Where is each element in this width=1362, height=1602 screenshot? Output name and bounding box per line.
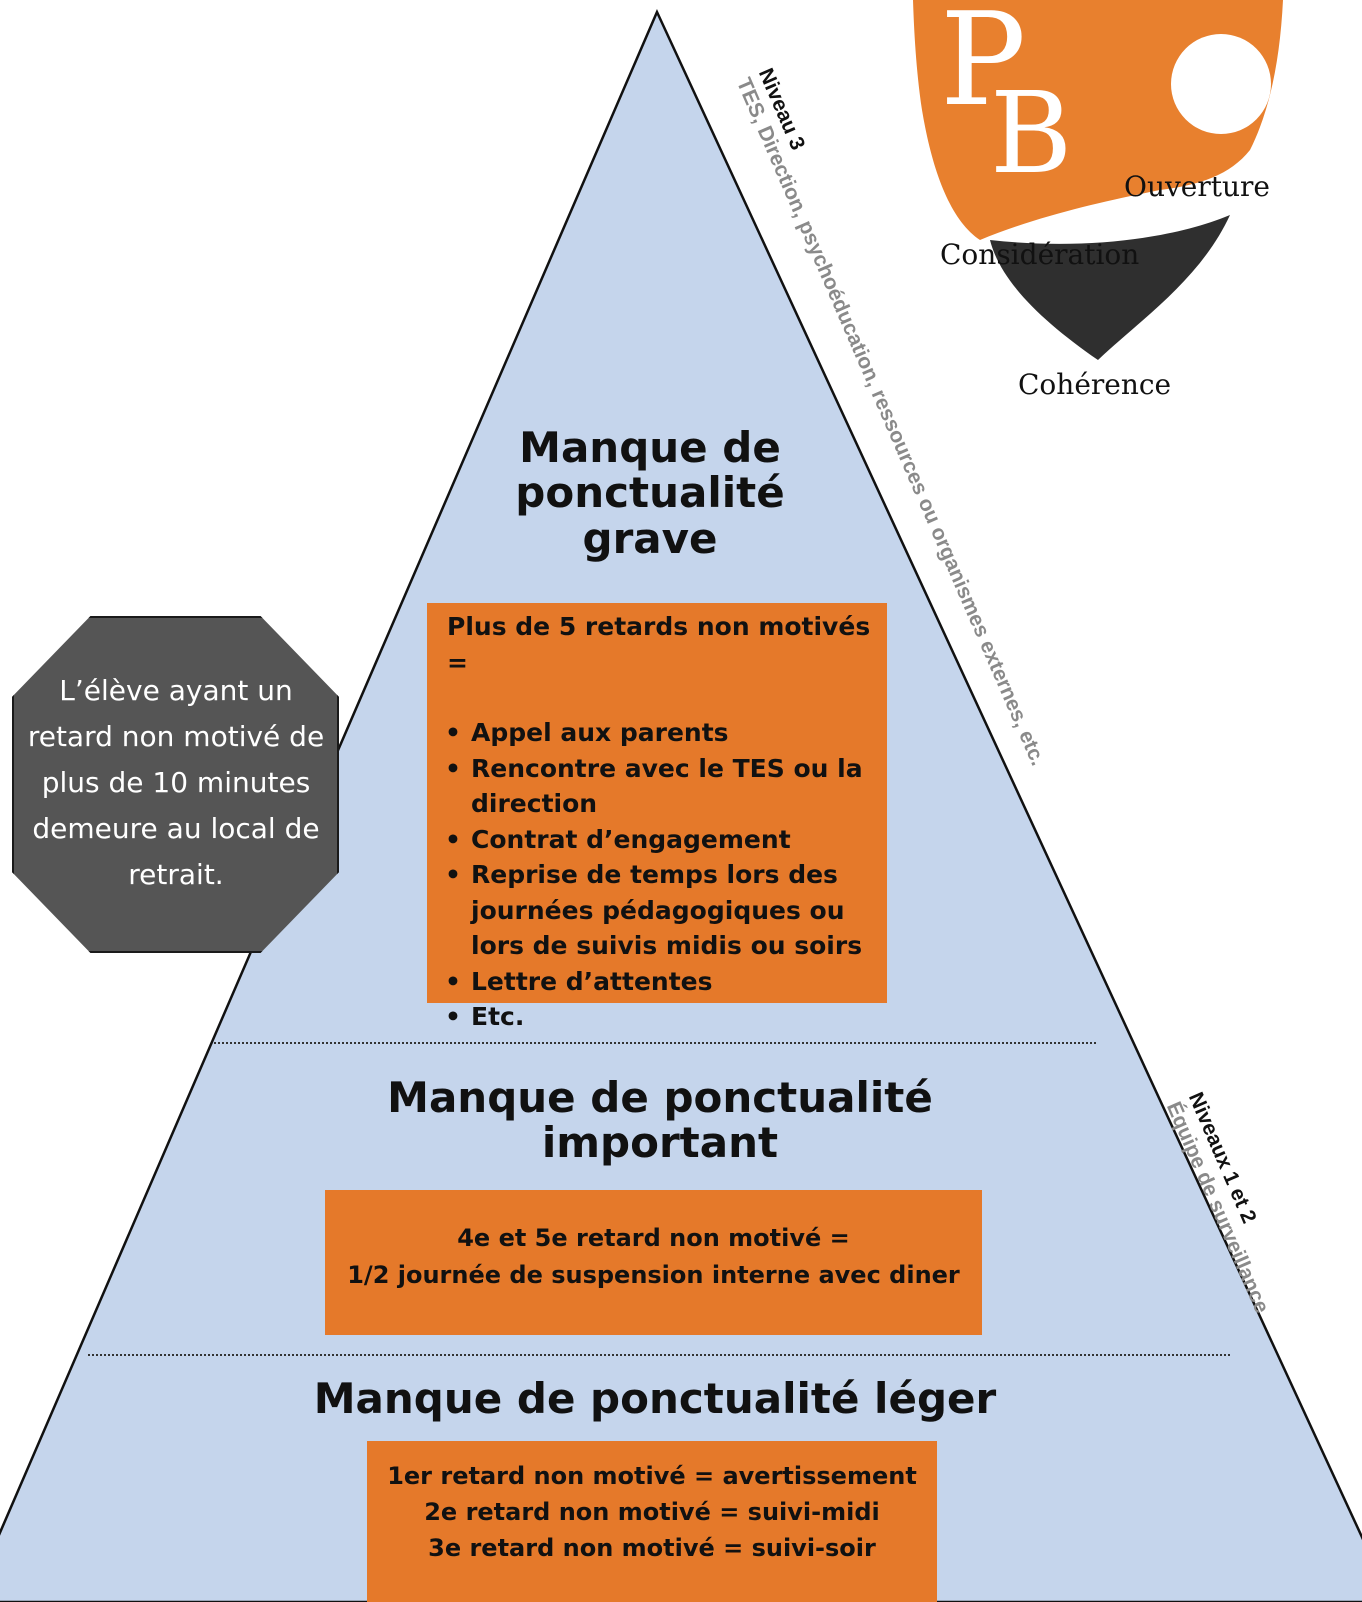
tier-middle-title-line: important <box>541 1118 779 1168</box>
tier-middle-line: 4e et 5e retard non motivé = <box>457 1224 850 1252</box>
tier-middle-title: Manque de ponctualité important <box>360 1075 960 1166</box>
tier-middle-box: 4e et 5e retard non motivé = 1/2 journée… <box>325 1190 982 1335</box>
tier-top-box-heading: Plus de 5 retards non motivés = <box>447 612 871 677</box>
logo-word-ouverture: Ouverture <box>1124 170 1271 203</box>
tier-middle-line: 1/2 journée de suspension interne avec d… <box>347 1261 960 1289</box>
list-item: Reprise de temps lors des journées pédag… <box>427 857 887 964</box>
tier-top-title-line: Manque de <box>519 423 781 472</box>
logo-letter-b: B <box>990 69 1072 199</box>
list-item: Contrat d’engagement <box>427 822 887 858</box>
tier-bottom-line: 2e retard non motivé = suivi-midi <box>424 1498 880 1526</box>
tier-bottom-line: 1er retard non motivé = avertissement <box>387 1462 917 1490</box>
tier-top-title-line: ponctualité <box>515 468 785 518</box>
tier-bottom-line: 3e retard non motivé = suivi-soir <box>428 1534 876 1562</box>
list-item: Appel aux parents <box>427 715 887 751</box>
logo-word-consideration: Considération <box>940 238 1140 271</box>
list-item: Rencontre avec le TES ou la direction <box>427 751 887 822</box>
list-item: Lettre d’attentes <box>427 964 887 1000</box>
tier-bottom-box: 1er retard non motivé = avertissement 2e… <box>367 1441 937 1602</box>
logo-word-coherence: Cohérence <box>1018 368 1172 401</box>
logo-letter-p: P <box>940 0 1026 135</box>
tier-top-list: Appel aux parents Rencontre avec le TES … <box>427 715 887 1035</box>
logo-circle <box>1171 34 1271 134</box>
note-octagon <box>12 616 339 953</box>
tier-bottom-title: Manque de ponctualité léger <box>313 1374 997 1423</box>
tier-top-title: Manque de ponctualité grave <box>460 425 840 561</box>
tier-middle-title-line: Manque de ponctualité <box>387 1073 933 1122</box>
logo-dark-shield <box>990 215 1230 360</box>
note-octagon-text: L’élève ayant un retard non motivé de pl… <box>27 674 325 891</box>
logo-emblem: P B <box>913 0 1283 360</box>
tier-top-box: Plus de 5 retards non motivés = Appel au… <box>427 603 887 1034</box>
list-item: Etc. <box>427 999 887 1035</box>
tier-top-title-line: grave <box>582 513 718 563</box>
